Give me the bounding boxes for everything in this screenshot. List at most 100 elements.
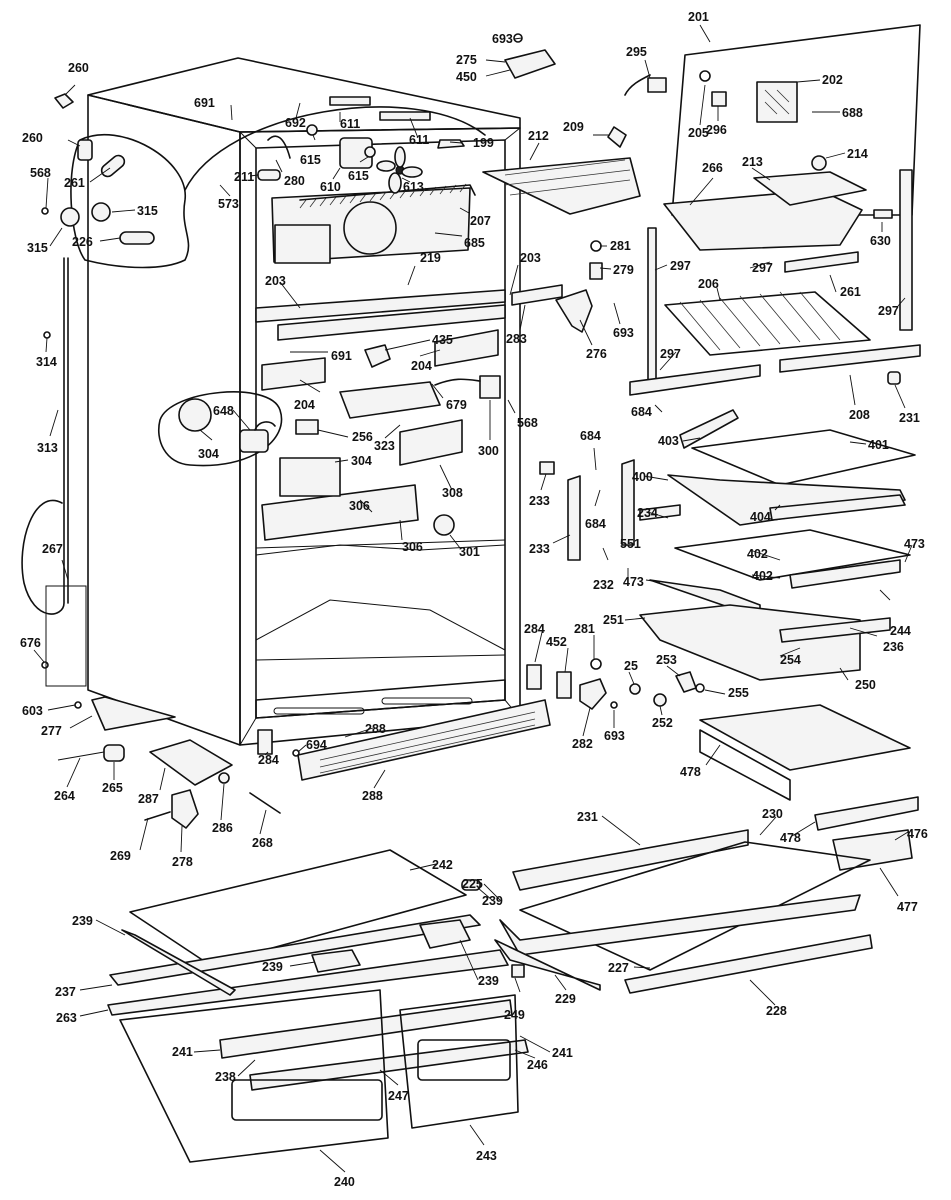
callout-207: 207	[470, 214, 491, 228]
callout-labels: 693 275 450 295 201 202 205 296 688 214 …	[20, 10, 928, 1189]
callout-306: 306	[402, 540, 423, 554]
callout-315: 315	[27, 241, 48, 255]
callout-679: 679	[446, 398, 467, 412]
callout-401: 401	[868, 438, 889, 452]
callout-264: 264	[54, 789, 75, 803]
fresh-food-shelves	[539, 409, 916, 681]
callout-261: 261	[64, 176, 85, 190]
callout-323: 323	[374, 439, 395, 453]
callout-615: 615	[300, 153, 321, 167]
callout-297: 297	[660, 347, 681, 361]
callout-261: 261	[840, 285, 861, 299]
callout-234: 234	[637, 506, 658, 520]
callout-402: 402	[747, 547, 768, 561]
callout-684: 684	[585, 517, 606, 531]
callout-284: 284	[524, 622, 545, 636]
callout-551: 551	[620, 537, 641, 551]
callout-286: 286	[212, 821, 233, 835]
callout-308: 308	[442, 486, 463, 500]
callout-236: 236	[883, 640, 904, 654]
callout-225: 225	[462, 877, 483, 891]
callout-237: 237	[55, 985, 76, 999]
callout-282: 282	[572, 737, 593, 751]
callout-573: 573	[218, 197, 239, 211]
callout-304: 304	[198, 447, 219, 461]
callout-306: 306	[349, 499, 370, 513]
callout-229: 229	[555, 992, 576, 1006]
callout-263: 263	[56, 1011, 77, 1025]
callout-684: 684	[580, 429, 601, 443]
callout-297: 297	[752, 261, 773, 275]
callout-219: 219	[420, 251, 441, 265]
callout-208: 208	[849, 408, 870, 422]
callout-260: 260	[22, 131, 43, 145]
freezer-trays	[482, 126, 921, 396]
callout-254: 254	[780, 653, 801, 667]
callout-232: 232	[593, 578, 614, 592]
callout-287: 287	[138, 792, 159, 806]
callout-256: 256	[352, 430, 373, 444]
callout-281: 281	[610, 239, 631, 253]
callout-685: 685	[464, 236, 485, 250]
callout-268: 268	[252, 836, 273, 850]
callout-241: 241	[172, 1045, 193, 1059]
lower-hinge-parts	[526, 658, 705, 710]
top-hinge	[504, 33, 667, 96]
callout-233: 233	[529, 494, 550, 508]
callout-204: 204	[411, 359, 432, 373]
callout-297: 297	[878, 304, 899, 318]
callout-613: 613	[403, 180, 424, 194]
callout-204: 204	[294, 398, 315, 412]
callout-283: 283	[506, 332, 527, 346]
callout-295: 295	[626, 45, 647, 59]
callout-260: 260	[68, 61, 89, 75]
callout-239: 239	[262, 960, 283, 974]
callout-603: 603	[22, 704, 43, 718]
callout-476: 476	[907, 827, 928, 841]
callout-568: 568	[517, 416, 538, 430]
callout-450: 450	[456, 70, 477, 84]
callout-648: 648	[213, 404, 234, 418]
callout-478: 478	[780, 831, 801, 845]
lower-shelves-right	[461, 829, 873, 994]
callout-630: 630	[870, 234, 891, 248]
callout-213: 213	[742, 155, 763, 169]
callout-253: 253	[656, 653, 677, 667]
callout-214: 214	[847, 147, 868, 161]
callout-301: 301	[459, 545, 480, 559]
callout-610: 610	[320, 180, 341, 194]
door-hinge-center	[511, 240, 603, 333]
callout-477: 477	[897, 900, 918, 914]
callout-239: 239	[482, 894, 503, 908]
callout-243: 243	[476, 1149, 497, 1163]
callout-278: 278	[172, 855, 193, 869]
callout-231: 231	[577, 810, 598, 824]
callout-684: 684	[631, 405, 652, 419]
callout-233: 233	[529, 542, 550, 556]
callout-568: 568	[30, 166, 51, 180]
callout-304: 304	[351, 454, 372, 468]
callout-473: 473	[904, 537, 925, 551]
callout-242: 242	[432, 858, 453, 872]
callout-473: 473	[623, 575, 644, 589]
callout-276: 276	[586, 347, 607, 361]
callout-691: 691	[194, 96, 215, 110]
callout-693: 693	[613, 326, 634, 340]
callout-692: 692	[285, 116, 306, 130]
callout-296: 296	[706, 123, 727, 137]
callout-252: 252	[652, 716, 673, 730]
callout-199: 199	[473, 136, 494, 150]
callout-244: 244	[890, 624, 911, 638]
callout-611: 611	[340, 117, 360, 131]
parts-drawing	[21, 24, 921, 1163]
callout-478: 478	[680, 765, 701, 779]
callout-250: 250	[855, 678, 876, 692]
callout-313: 313	[37, 441, 58, 455]
callout-280: 280	[284, 174, 305, 188]
callout-691: 691	[331, 349, 352, 363]
callout-246: 246	[527, 1058, 548, 1072]
callout-240: 240	[334, 1175, 355, 1189]
fresh-food-controls	[261, 329, 501, 541]
callout-231: 231	[899, 411, 920, 425]
